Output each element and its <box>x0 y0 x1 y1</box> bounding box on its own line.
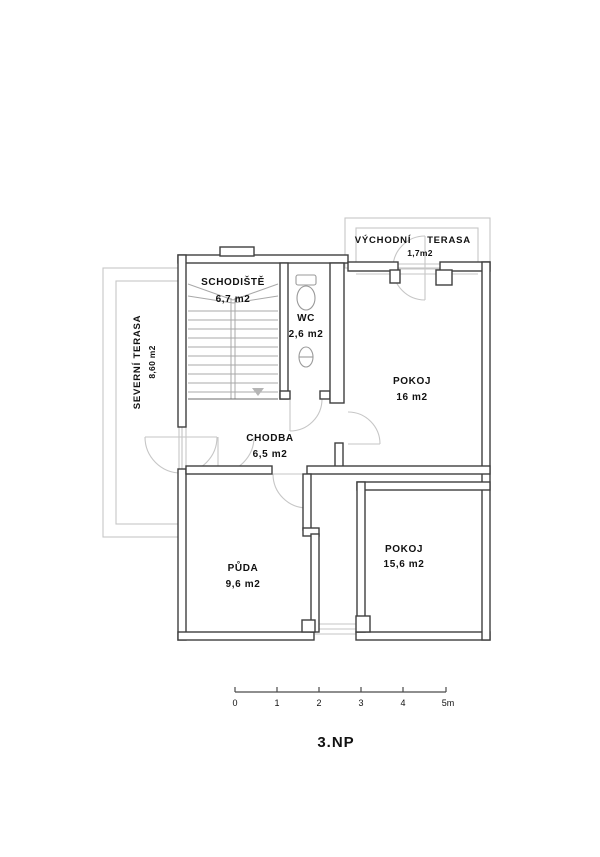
wc-fixtures <box>295 274 317 368</box>
east-terrace-word2: TERASA <box>427 235 471 246</box>
chodba-area: 6,5 m2 <box>253 449 288 460</box>
scale-tick-2: 2 <box>316 698 321 708</box>
room-label-puda: PŮDA 9,6 m2 <box>226 560 261 590</box>
north-terrace-label: SEVERNÍ TERASA 8,60 m2 <box>132 315 157 410</box>
chodba-name: CHODBA <box>246 433 294 444</box>
room-label-pokoj-south: POKOJ 15,6 m2 <box>384 544 425 570</box>
schodiste-area: 6,7 m2 <box>216 294 251 305</box>
wc-area: 2,6 m2 <box>289 329 324 340</box>
room-label-wc: WC 2,6 m2 <box>289 313 324 340</box>
wc-name: WC <box>297 313 315 324</box>
stair-direction-arrow <box>252 388 264 396</box>
north-terrace-name: SEVERNÍ TERASA <box>132 315 143 410</box>
scale-tick-4: 4 <box>400 698 405 708</box>
scale-tick-1: 1 <box>274 698 279 708</box>
east-terrace-area: 1,7m2 <box>407 248 433 258</box>
east-terrace-word1: VÝCHODNÍ <box>355 234 412 246</box>
room-label-pokoj-east: POKOJ 16 m2 <box>393 376 431 403</box>
pokoj-east-area: 16 m2 <box>396 392 427 403</box>
walls <box>177 246 491 641</box>
east-terrace-label: VÝCHODNÍ TERASA 1,7m2 <box>355 234 471 258</box>
pokoj-south-name: POKOJ <box>385 544 423 555</box>
toilet-bowl <box>296 285 316 311</box>
staircase-treads <box>187 283 279 400</box>
scale-tick-0: 0 <box>232 698 237 708</box>
scale-tick-3: 3 <box>358 698 363 708</box>
scale-tick-5: 5m <box>442 698 455 708</box>
room-label-chodba: CHODBA 6,5 m2 <box>246 433 294 460</box>
window-sills <box>178 268 440 635</box>
toilet-tank <box>295 274 317 286</box>
schodiste-name: SCHODIŠTĚ <box>201 275 265 288</box>
puda-name: PŮDA <box>228 560 259 574</box>
pokoj-east-name: POKOJ <box>393 376 431 387</box>
puda-area: 9,6 m2 <box>226 579 261 590</box>
page-title: 3.NP <box>317 734 354 751</box>
north-terrace-area: 8,60 m2 <box>147 345 157 378</box>
pokoj-south-area: 15,6 m2 <box>384 559 425 570</box>
room-label-schodiste: SCHODIŠTĚ 6,7 m2 <box>201 275 265 305</box>
scale-bar: 0 1 2 3 4 5m <box>232 687 454 708</box>
